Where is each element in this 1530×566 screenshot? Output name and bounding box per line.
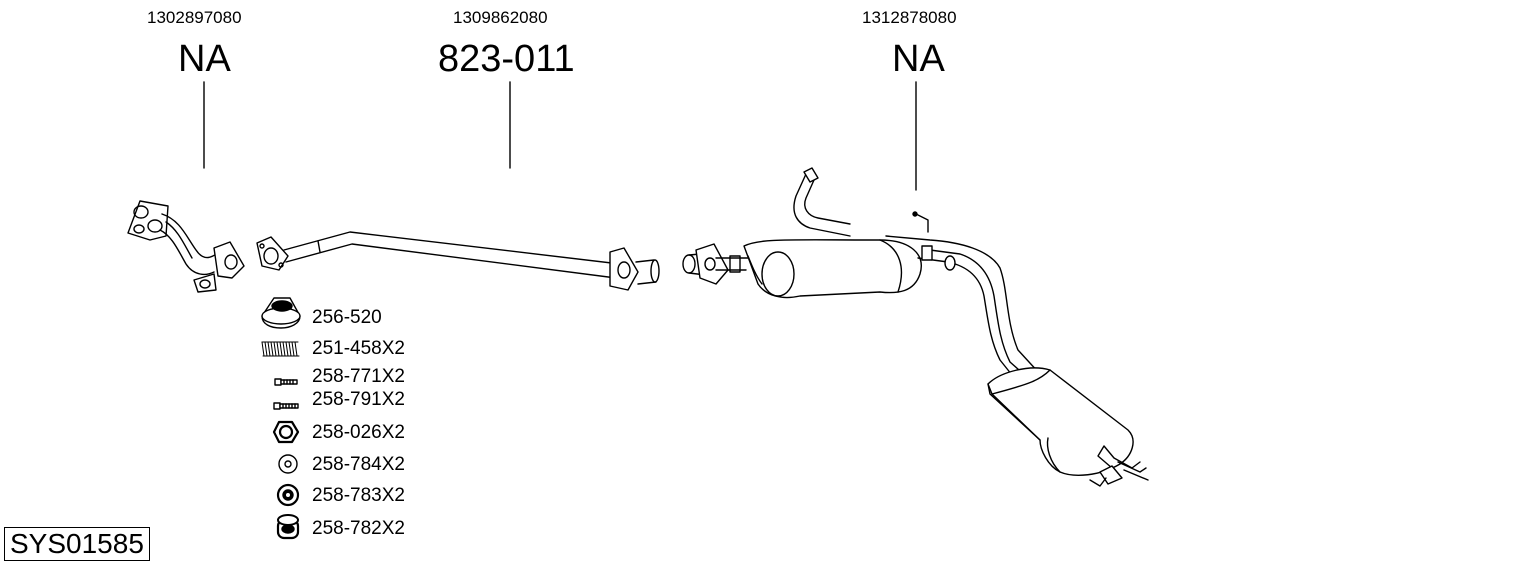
part-1-oe-number: 1302897080: [147, 8, 242, 27]
part-3-ref-number: NA: [892, 38, 945, 80]
part-2-ref-number: 823-011: [438, 38, 575, 80]
rubber-mount-icon: [276, 483, 300, 507]
accessory-label: 258-783X2: [312, 485, 405, 506]
accessory-label: 258-782X2: [312, 518, 405, 539]
part-3-oe-number: 1312878080: [862, 8, 957, 27]
front-pipe-icon: [127, 200, 245, 293]
bolt-icon: [274, 378, 298, 386]
leader-lines: [203, 81, 917, 191]
system-code: SYS01585: [4, 527, 150, 561]
accessory-label: 258-791X2: [312, 389, 405, 410]
accessory-label: 251-458X2: [312, 338, 405, 359]
washer-icon: [278, 454, 298, 474]
accessory-label: 258-784X2: [312, 454, 405, 475]
intermediate-pipe-icon: [256, 231, 660, 291]
accessory-label: 258-771X2: [312, 366, 405, 387]
part-1-ref-number: NA: [178, 38, 231, 80]
accessory-label: 258-026X2: [312, 422, 405, 443]
hex-nut-icon: [272, 420, 300, 444]
rubber-mount-icon: [276, 514, 300, 540]
exhaust-gasket-ring-icon: [261, 297, 301, 329]
accessory-label: 256-520: [312, 307, 382, 328]
bolt-icon: [273, 402, 299, 410]
rear-silencer-icon: [682, 167, 1149, 487]
spring-icon: [261, 341, 300, 357]
part-2-oe-number: 1309862080: [453, 8, 548, 27]
